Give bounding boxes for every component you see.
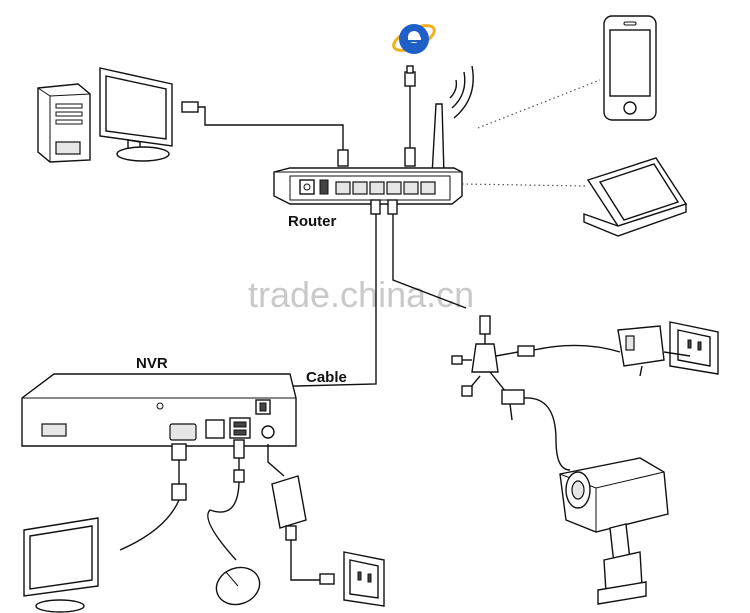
mouse-icon — [215, 566, 261, 606]
camera-power-adapter-icon — [617, 325, 665, 377]
vga-monitor-icon — [23, 517, 99, 613]
desktop-tower-icon — [37, 83, 91, 163]
nvr-power-cable — [267, 444, 335, 585]
camera-power-outlet-icon — [663, 321, 719, 375]
camera-cable-assembly — [451, 315, 621, 471]
router-label: Router — [288, 213, 336, 230]
watermark-text: trade.china.cn — [248, 274, 474, 315]
wifi-signal-icon — [449, 65, 474, 119]
power-outlet-icon — [343, 551, 385, 607]
wireless-link-laptop — [461, 183, 586, 187]
usb-cable — [207, 439, 245, 561]
laptop-icon — [583, 157, 688, 237]
desktop-monitor-icon — [99, 67, 173, 162]
internet-cable — [404, 65, 416, 167]
smartphone-icon — [603, 15, 657, 121]
vga-cable — [119, 443, 187, 551]
router-device — [273, 167, 463, 205]
internet-explorer-icon — [392, 24, 436, 54]
pc-network-cable — [181, 101, 349, 167]
nvr-device — [21, 373, 297, 447]
cable-label: Cable — [306, 369, 347, 386]
nvr-label: NVR — [136, 355, 168, 372]
router-antenna — [431, 103, 445, 176]
wireless-link-phone — [477, 79, 601, 129]
ip-camera-icon — [559, 457, 669, 605]
